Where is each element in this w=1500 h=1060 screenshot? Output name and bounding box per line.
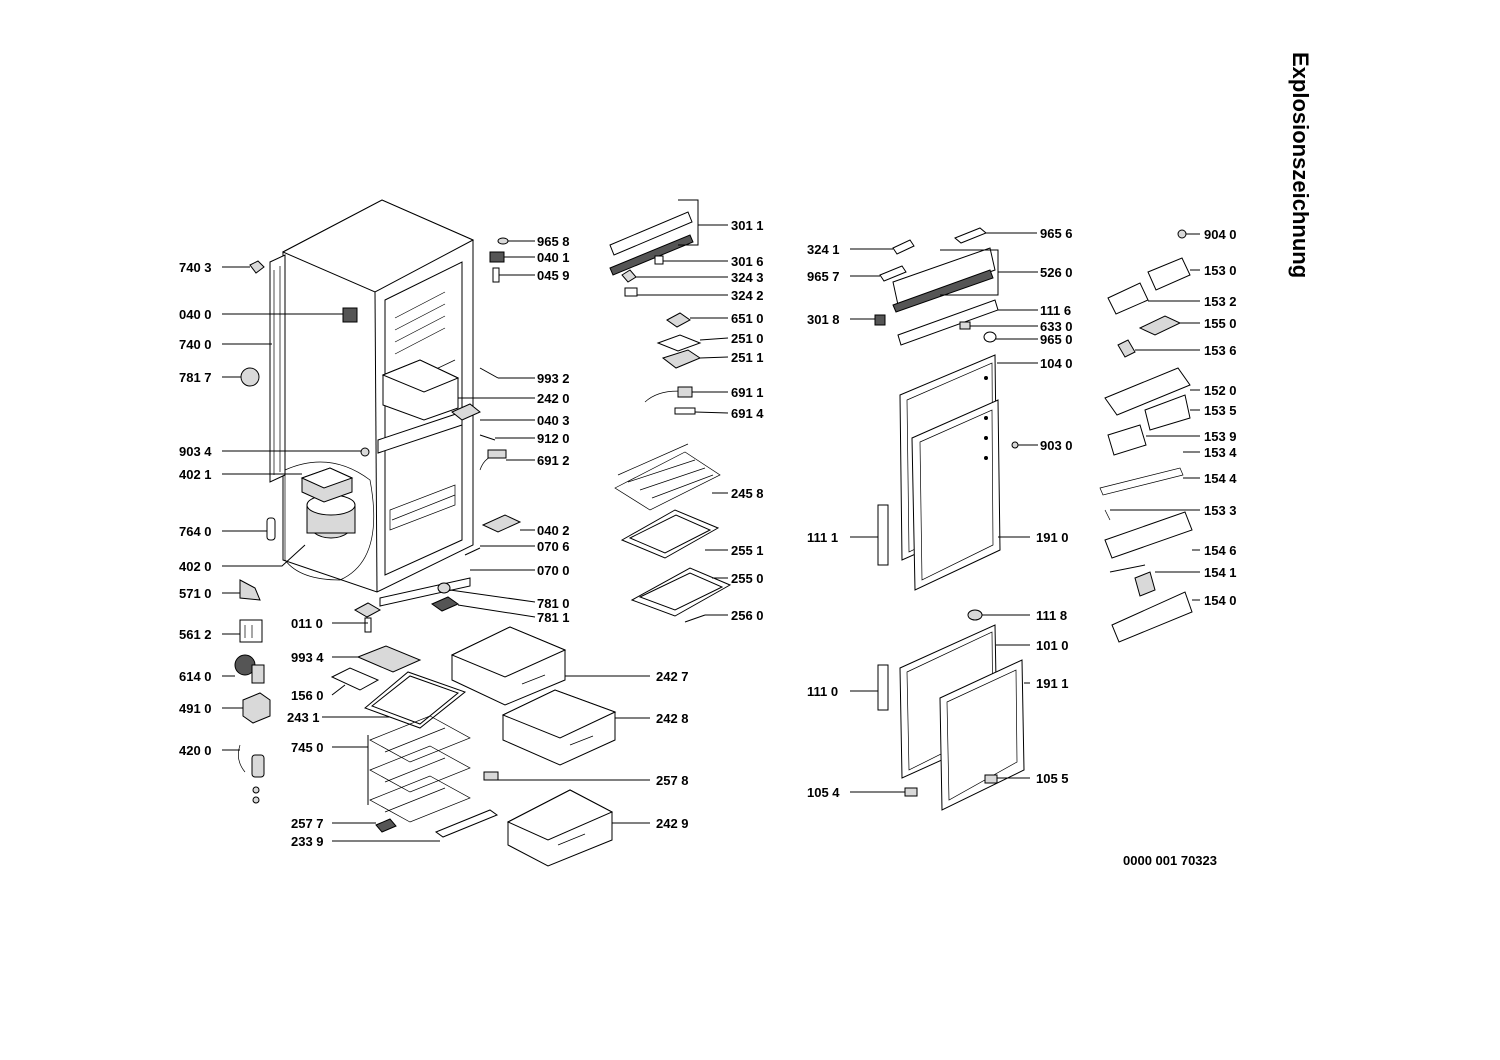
door-shelves	[1099, 229, 1193, 643]
part-label: 740 3	[179, 260, 212, 275]
part-label: 614 0	[179, 669, 212, 684]
part-label: 324 3	[731, 270, 764, 285]
part-label: 781 1	[537, 610, 570, 625]
part-label: 745 0	[291, 740, 324, 755]
part-label: 903 0	[1040, 438, 1073, 453]
part-label: 561 2	[179, 627, 212, 642]
fridge-crisper	[381, 359, 460, 421]
part-label: 153 9	[1204, 429, 1237, 444]
part-label: 153 6	[1204, 343, 1237, 358]
part-label: 691 4	[731, 406, 764, 421]
part-label: 420 0	[179, 743, 212, 758]
part-label: 191 1	[1036, 676, 1069, 691]
part-label: 965 0	[1040, 332, 1073, 347]
part-label: 111 6	[1040, 303, 1071, 318]
freezer-drawers	[450, 626, 617, 867]
part-label: 242 0	[537, 391, 570, 406]
part-label: 781 7	[179, 370, 212, 385]
part-label: 153 3	[1204, 503, 1237, 518]
part-label: 324 1	[807, 242, 840, 257]
part-label: 691 2	[537, 453, 570, 468]
part-label: 904 0	[1204, 227, 1237, 242]
small-parts-center	[430, 237, 522, 612]
part-label: 040 2	[537, 523, 570, 538]
part-label: 243 1	[287, 710, 320, 725]
part-label: 156 0	[291, 688, 324, 703]
part-label: 105 5	[1036, 771, 1069, 786]
part-label: 191 0	[1036, 530, 1069, 545]
part-label: 101 0	[1036, 638, 1069, 653]
part-label: 402 0	[179, 559, 212, 574]
part-label: 301 8	[807, 312, 840, 327]
part-label: 251 1	[731, 350, 764, 365]
part-label: 257 8	[656, 773, 689, 788]
part-label: 491 0	[179, 701, 212, 716]
part-label: 070 0	[537, 563, 570, 578]
fridge-door	[877, 354, 1019, 591]
document-number: 0000 001 70323	[1123, 853, 1217, 868]
part-label: 111 0	[807, 684, 838, 699]
part-label: 233 9	[291, 834, 324, 849]
compressor	[306, 494, 356, 539]
part-label: 153 0	[1204, 263, 1237, 278]
part-label: 242 9	[656, 816, 689, 831]
part-label: 154 6	[1204, 543, 1237, 558]
part-label: 324 2	[731, 288, 764, 303]
part-label: 571 0	[179, 586, 212, 601]
part-label: 153 5	[1204, 403, 1237, 418]
part-label: 781 0	[537, 596, 570, 611]
part-label: 965 8	[537, 234, 570, 249]
part-label: 070 6	[537, 539, 570, 554]
part-label: 993 4	[291, 650, 324, 665]
part-label: 104 0	[1040, 356, 1073, 371]
part-label: 255 1	[731, 543, 764, 558]
part-label: 257 7	[291, 816, 324, 831]
part-label: 965 7	[807, 269, 840, 284]
part-label: 155 0	[1204, 316, 1237, 331]
part-label: 402 1	[179, 467, 212, 482]
part-label: 153 4	[1204, 445, 1237, 460]
part-label: 040 3	[537, 413, 570, 428]
part-label: 691 1	[731, 385, 764, 400]
part-label: 045 9	[537, 268, 570, 283]
leader-lines	[222, 199, 1200, 842]
part-label: 242 8	[656, 711, 689, 726]
part-label: 740 0	[179, 337, 212, 352]
part-label: 301 6	[731, 254, 764, 269]
part-label: 242 7	[656, 669, 689, 684]
part-label: 256 0	[731, 608, 764, 623]
diagram-title: Explosionszeichnung	[1288, 52, 1313, 278]
part-label: 633 0	[1040, 319, 1073, 334]
part-label: 903 4	[179, 444, 212, 459]
small-parts-left	[234, 260, 382, 804]
part-label: 526 0	[1040, 265, 1073, 280]
compressor-relay	[300, 467, 354, 503]
part-label: 764 0	[179, 524, 212, 539]
part-label: 993 2	[537, 371, 570, 386]
part-label: 301 1	[731, 218, 764, 233]
part-label: 965 6	[1040, 226, 1073, 241]
part-label: 011 0	[291, 616, 323, 631]
part-label: 152 0	[1204, 383, 1237, 398]
part-label: 111 1	[807, 530, 838, 545]
part-label: 255 0	[731, 571, 764, 586]
control-panel	[874, 227, 999, 346]
part-label: 040 1	[537, 250, 570, 265]
fridge-shelves	[609, 211, 732, 623]
part-label: 245 8	[731, 486, 764, 501]
part-label: 154 4	[1204, 471, 1237, 486]
part-label: 912 0	[537, 431, 570, 446]
part-label: 111 8	[1036, 608, 1067, 623]
freezer-door	[877, 609, 1025, 811]
part-label: 105 4	[807, 785, 840, 800]
part-label: 154 1	[1204, 565, 1237, 580]
part-label: 251 0	[731, 331, 764, 346]
part-label: 040 0	[179, 307, 212, 322]
part-label: 651 0	[731, 311, 764, 326]
part-label: 154 0	[1204, 593, 1237, 608]
part-label: 153 2	[1204, 294, 1237, 309]
part-labels: 740 3 040 0 740 0 781 7 903 4 402 1 764 …	[179, 218, 1237, 849]
